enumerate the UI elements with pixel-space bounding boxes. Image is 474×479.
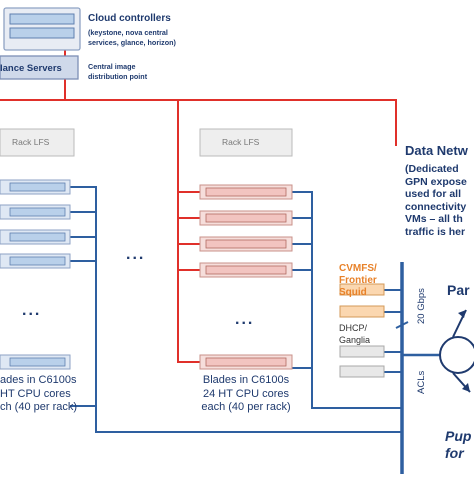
rack-ellipsis-middle: ... <box>126 246 146 263</box>
cloud-controllers-title: Cloud controllers <box>88 13 171 24</box>
mgmt-trunk-horizontal <box>0 99 397 146</box>
router-circle <box>439 336 474 374</box>
rack-lfs-left-box <box>0 128 75 157</box>
blades-right-caption: Blades in C6100s 24 HT CPU cores each (4… <box>194 374 298 415</box>
cvmfs-line1: CVMFS/ <box>339 263 377 274</box>
cvmfs-servers <box>339 283 385 318</box>
data-left-rack-bus <box>70 186 97 407</box>
rack-ellipsis-right: ... <box>235 311 255 328</box>
external-bottom-line2: for <box>445 445 464 461</box>
glance-description-line1: Central image <box>88 62 136 71</box>
bandwidth-label: 20 Gbps <box>416 288 427 324</box>
rack-lfs-left-label: Rack LFS <box>12 137 50 147</box>
blades-left-line2: HT CPU cores <box>0 387 71 400</box>
blades-right-line1: Blades in C6100s <box>202 374 290 386</box>
data-network-description: (Dedicated GPN expose used for all conne… <box>405 163 467 239</box>
data-left-rack-taps <box>70 211 96 262</box>
data-network-line3: used for all <box>405 188 462 201</box>
data-network-line5: VMs – all th <box>405 213 463 226</box>
glance-description-line2: distribution point <box>88 72 148 81</box>
blades-right-line3: each (40 per rack) <box>201 401 291 413</box>
cvmfs-line2: Frontier <box>339 275 377 286</box>
dhcp-line2: Ganglia <box>339 335 371 345</box>
dhcp-servers <box>339 345 385 378</box>
rack-lfs-right-box <box>199 128 293 157</box>
rack-lfs-right-label: Rack LFS <box>222 137 260 147</box>
data-left-rack-uplink <box>95 406 402 433</box>
router-arrow-down-head <box>462 383 470 392</box>
data-network-line1: (Dedicated <box>405 163 459 175</box>
dhcp-line1: DHCP/ <box>339 323 368 333</box>
mgmt-rack-right-feed <box>177 100 200 363</box>
blades-left-caption: ades in C6100s HT CPU cores ch (40 per r… <box>0 374 77 415</box>
router-arrow-up-head <box>458 310 466 318</box>
data-network-line2: GPN expose <box>405 175 467 188</box>
glance-servers-label: lance Servers <box>0 63 62 74</box>
blades-right-line2: 24 HT CPU cores <box>203 387 289 400</box>
cloud-controller-servers <box>3 7 81 51</box>
external-bottom-label: Pup for <box>445 428 471 462</box>
acls-label: ACLs <box>416 370 427 394</box>
cvmfs-line3: Squid <box>339 287 367 298</box>
cloud-controllers-subtitle: (keystone, nova central services, glance… <box>88 28 176 48</box>
data-network-line6: traffic is her <box>405 225 466 238</box>
rack-ellipsis-left: ... <box>22 302 42 319</box>
acl-slash <box>395 321 409 329</box>
glance-server-box <box>0 55 79 80</box>
data-services-taps <box>384 289 402 373</box>
external-top-label: Par <box>447 282 470 298</box>
dhcp-label: DHCP/ Ganglia <box>339 322 370 346</box>
blades-left-line1: ades in C6100s <box>0 374 77 386</box>
right-rack-blades <box>199 184 293 370</box>
mgmt-rack-right-taps <box>178 191 200 271</box>
data-network-title: Data Netw <box>405 143 468 158</box>
data-network-line4: connectivity <box>405 200 467 213</box>
cvmfs-label: CVMFS/ Frontier Squid <box>339 263 377 299</box>
glance-description: Central image distribution point <box>88 62 147 82</box>
data-right-rack-taps <box>292 217 312 369</box>
external-bottom-line1: Pup <box>445 428 472 444</box>
data-right-rack-bus <box>292 191 402 409</box>
cloud-controllers-subtitle-line2: services, glance, horizon) <box>88 38 176 47</box>
cloud-controllers-subtitle-line1: (keystone, nova central <box>88 28 168 37</box>
blades-left-line3: ch (40 per rack) <box>0 401 78 413</box>
left-rack-blades <box>0 179 71 370</box>
